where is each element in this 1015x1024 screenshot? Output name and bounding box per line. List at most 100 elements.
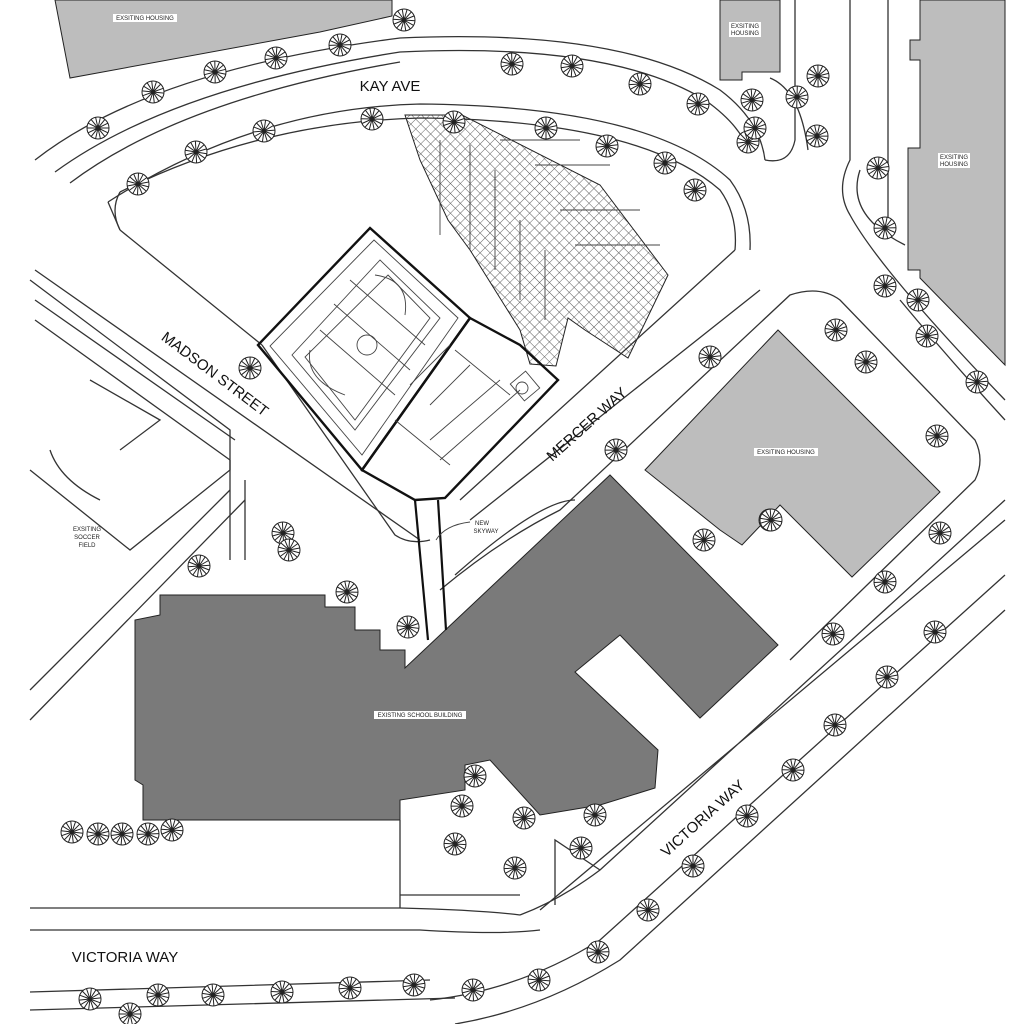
label-soccer-2: SOCCER xyxy=(74,535,100,541)
skyway-leader-arrow xyxy=(435,521,471,541)
tree-icon xyxy=(806,64,830,88)
tree-icon xyxy=(338,976,362,1000)
tree-icon xyxy=(928,521,952,545)
tree-icon xyxy=(328,33,352,57)
tree-icon xyxy=(866,156,890,180)
tree-icon xyxy=(560,54,584,78)
plaza-hatched xyxy=(404,114,669,367)
tree-icon xyxy=(698,345,722,369)
tree-icon xyxy=(873,216,897,240)
tree-icon xyxy=(141,80,165,104)
tree-icon xyxy=(277,538,301,562)
tree-icon xyxy=(628,72,652,96)
label-school: EXISTING SCHOOL BUILDING xyxy=(378,713,463,719)
tree-icon xyxy=(110,822,134,846)
tree-icon xyxy=(527,968,551,992)
label-housing-top-left: EXSITING HOUSING xyxy=(116,16,174,22)
tree-icon xyxy=(463,764,487,788)
label-soccer-3: FIELD xyxy=(78,543,96,549)
tree-icon xyxy=(512,806,536,830)
tree-icon xyxy=(965,370,989,394)
tree-icon xyxy=(396,615,420,639)
tree-icon xyxy=(534,116,558,140)
label-soccer-1: EXSITING xyxy=(73,527,101,533)
tree-icon xyxy=(402,973,426,997)
new-gym-building xyxy=(256,226,560,502)
school-building xyxy=(134,474,779,821)
tree-icon xyxy=(187,554,211,578)
tree-icon xyxy=(184,140,208,164)
tree-icon xyxy=(86,116,110,140)
tree-icon xyxy=(681,854,705,878)
road-network xyxy=(29,0,1006,1024)
street-label-victoria-way-bottom: VICTORIA WAY xyxy=(72,949,178,966)
label-skyway-2: SKYWAY xyxy=(473,529,498,535)
tree-icon xyxy=(781,758,805,782)
tree-icon xyxy=(923,620,947,644)
tree-icon xyxy=(392,8,416,32)
label-housing-middle: EXSITING HOUSING xyxy=(757,450,815,456)
tree-icon xyxy=(785,85,809,109)
tree-icon xyxy=(683,178,707,202)
tree-icon xyxy=(503,856,527,880)
trees xyxy=(60,8,989,1024)
label-housing-right-2: HOUSING xyxy=(940,162,968,168)
basketball-court xyxy=(291,259,441,431)
tree-icon xyxy=(78,987,102,1011)
tree-icon xyxy=(636,898,660,922)
tree-icon xyxy=(653,151,677,175)
parking-stripes xyxy=(439,139,660,320)
tree-icon xyxy=(442,110,466,134)
tree-icon xyxy=(264,46,288,70)
label-skyway-1: NEW xyxy=(475,521,489,527)
tree-icon xyxy=(925,424,949,448)
tree-icon xyxy=(126,172,150,196)
tree-icon xyxy=(686,92,710,116)
tree-icon xyxy=(136,822,160,846)
tree-icon xyxy=(238,356,262,380)
housing-right xyxy=(907,0,1006,367)
label-housing-right-1: EXSITING xyxy=(940,155,968,161)
tree-icon xyxy=(824,318,848,342)
tree-icon xyxy=(203,60,227,84)
housing-top-small xyxy=(719,0,781,81)
label-housing-top-small-2: HOUSING xyxy=(731,31,759,37)
tree-icon xyxy=(915,324,939,348)
tree-icon xyxy=(60,820,84,844)
tree-icon xyxy=(821,622,845,646)
tree-icon xyxy=(873,274,897,298)
tree-icon xyxy=(692,528,716,552)
label-housing-top-small-1: EXSITING xyxy=(731,24,759,30)
tree-icon xyxy=(823,713,847,737)
tree-icon xyxy=(118,1002,142,1024)
tree-icon xyxy=(443,832,467,856)
tree-icon xyxy=(805,124,829,148)
tree-icon xyxy=(595,134,619,158)
tree-icon xyxy=(450,794,474,818)
tree-icon xyxy=(759,508,783,532)
tree-icon xyxy=(86,822,110,846)
gym-rooms xyxy=(394,344,541,466)
tree-icon xyxy=(743,116,767,140)
tree-icon xyxy=(569,836,593,860)
tree-icon xyxy=(735,804,759,828)
tree-icon xyxy=(270,980,294,1004)
tree-icon xyxy=(335,580,359,604)
tree-icon xyxy=(146,983,170,1007)
tree-icon xyxy=(461,978,485,1002)
tree-icon xyxy=(906,288,930,312)
tree-icon xyxy=(875,665,899,689)
tree-icon xyxy=(500,52,524,76)
tree-icon xyxy=(740,88,764,112)
tree-icon xyxy=(586,940,610,964)
tree-icon xyxy=(160,818,184,842)
tree-icon xyxy=(252,119,276,143)
tree-icon xyxy=(583,803,607,827)
tree-icon xyxy=(854,350,878,374)
tree-icon xyxy=(604,438,628,462)
tree-icon xyxy=(873,570,897,594)
tree-icon xyxy=(360,107,384,131)
tree-icon xyxy=(201,983,225,1007)
street-label-kay-ave: KAY AVE xyxy=(360,78,421,95)
